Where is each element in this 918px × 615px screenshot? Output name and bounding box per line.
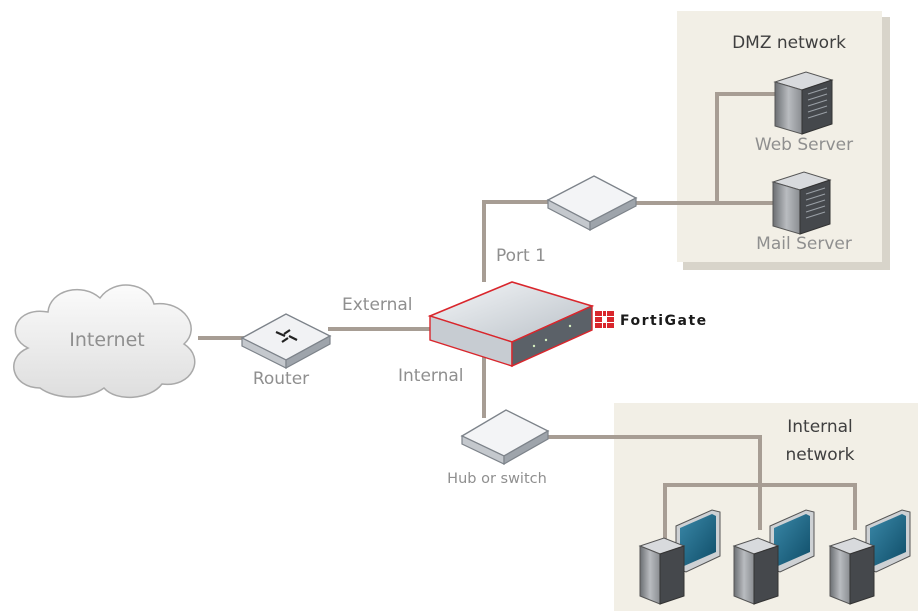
router-device bbox=[240, 313, 332, 370]
web-server-bays bbox=[807, 87, 828, 119]
cable-lan-bus bbox=[663, 483, 857, 540]
workstation-1 bbox=[638, 509, 721, 605]
workstation-1-screen bbox=[680, 514, 716, 566]
web-server-label: Web Server bbox=[755, 135, 853, 155]
workstation-2 bbox=[732, 509, 815, 605]
internet-label: Internet bbox=[69, 329, 144, 351]
dmz-zone bbox=[677, 11, 890, 270]
cable-hub-lan bbox=[548, 435, 762, 530]
internal-network-title-line2: network bbox=[785, 445, 854, 465]
cables bbox=[198, 92, 857, 540]
dmz-title: DMZ network bbox=[732, 33, 846, 53]
internal-network-title-line1: Internal bbox=[787, 417, 853, 437]
hub-switch bbox=[460, 409, 550, 466]
web-server bbox=[773, 71, 834, 135]
internet-cloud bbox=[13, 284, 196, 399]
mail-server bbox=[771, 171, 832, 235]
dmz-switch bbox=[546, 175, 638, 231]
cable-port1-switch bbox=[482, 200, 550, 282]
fortigate-wordmark: FortiGate bbox=[620, 313, 708, 329]
cable-dmz-web bbox=[630, 92, 778, 205]
fortigate-leds bbox=[532, 324, 572, 348]
fortigate-logo: FortiGate bbox=[595, 311, 708, 329]
internal-label: Internal bbox=[398, 366, 464, 386]
hub-label: Hub or switch bbox=[447, 471, 547, 487]
external-label: External bbox=[342, 295, 413, 315]
workstation-2-screen bbox=[774, 514, 810, 566]
port1-label: Port 1 bbox=[496, 246, 546, 266]
fortigate-device bbox=[427, 281, 595, 368]
router-label: Router bbox=[253, 369, 309, 389]
mail-server-bays bbox=[805, 187, 826, 219]
mail-server-label: Mail Server bbox=[756, 234, 852, 254]
fortinet-logo-icon bbox=[595, 311, 614, 328]
router-arrows-icon bbox=[275, 329, 298, 343]
workstation-3 bbox=[828, 509, 911, 605]
workstation-3-screen bbox=[870, 514, 906, 566]
